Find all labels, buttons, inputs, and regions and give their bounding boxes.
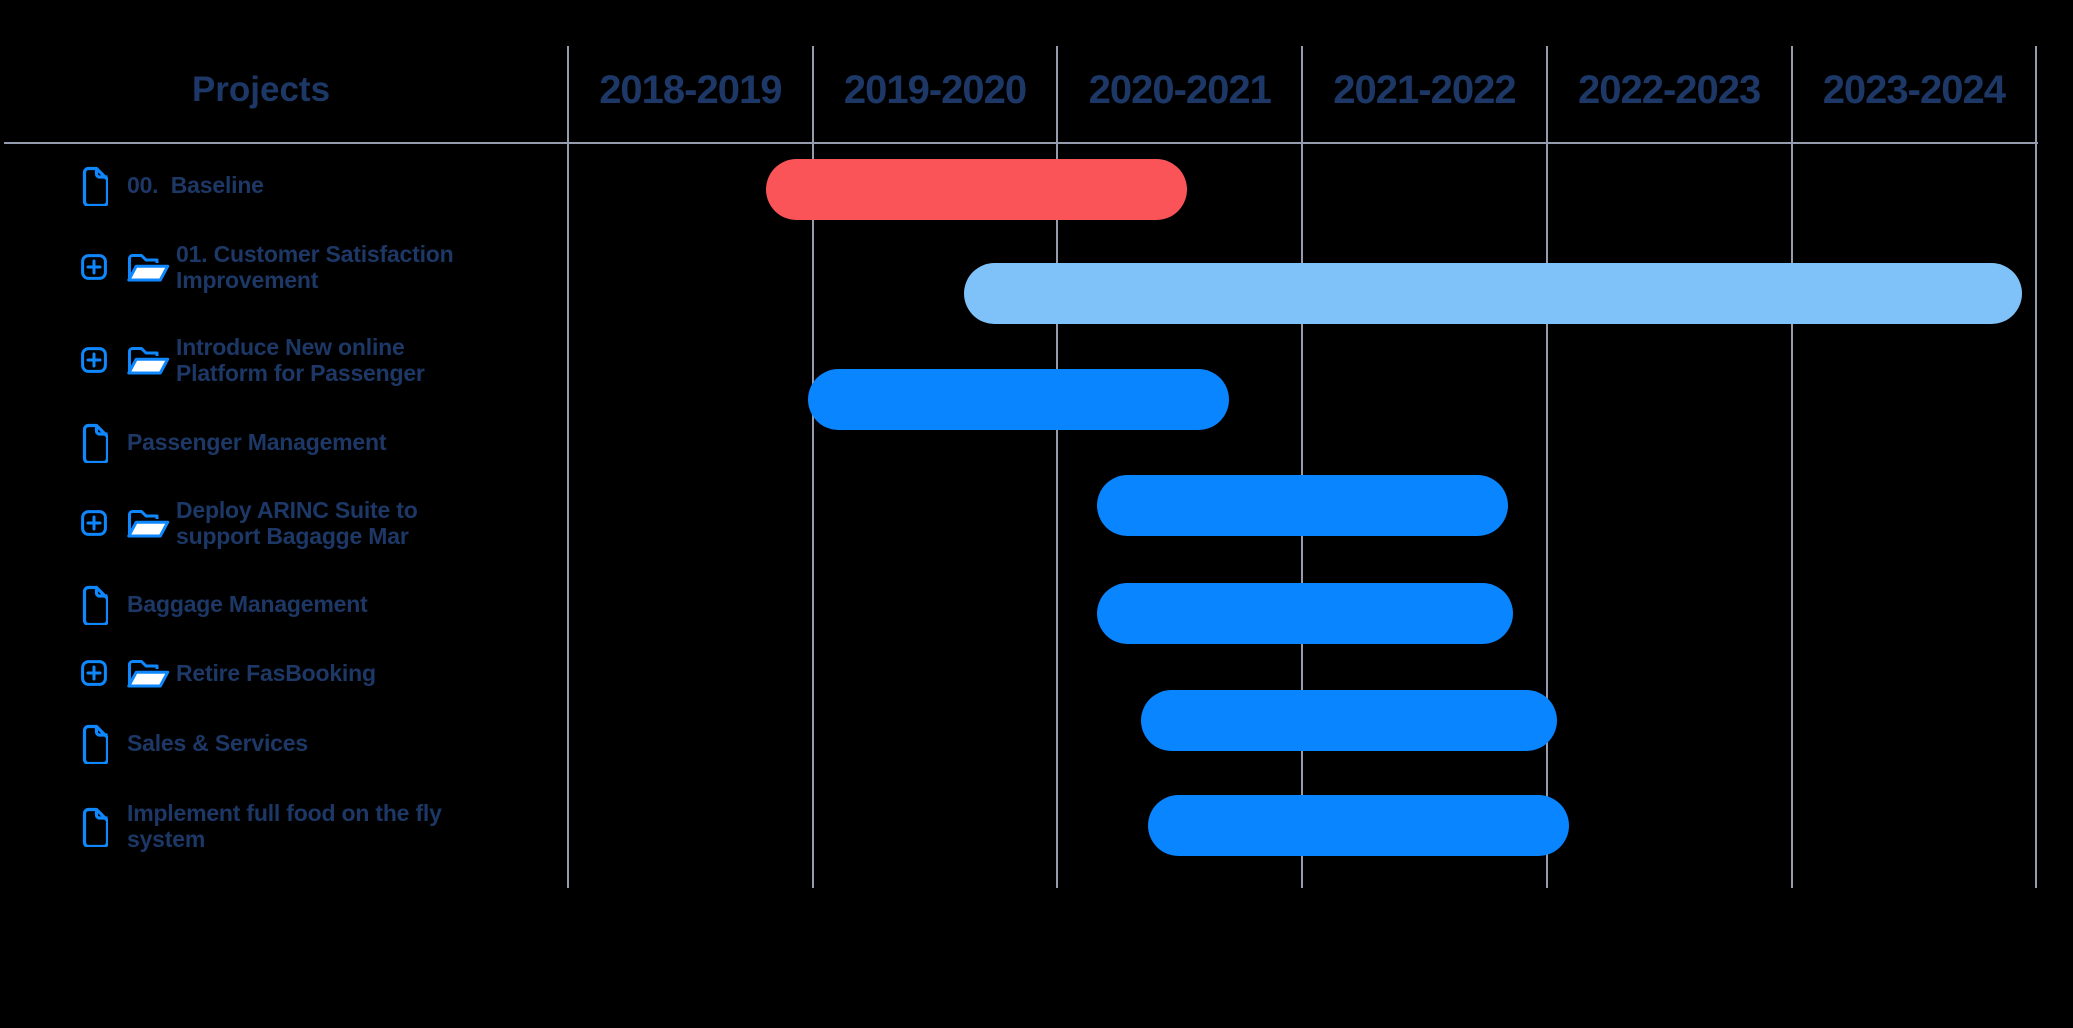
projects-column-title: Projects	[191, 70, 331, 109]
header-divider-line	[4, 142, 2038, 144]
gantt-bar-blue[interactable]	[807, 369, 1229, 430]
year-column-header: 2023-2024	[1822, 68, 2006, 112]
document-icon	[82, 724, 108, 764]
timeline-gridline	[1056, 46, 1059, 888]
open-folder-icon	[127, 509, 170, 537]
expand-plus-icon[interactable]	[81, 660, 107, 686]
task-label: Baggage Management	[127, 591, 368, 617]
expand-plus-icon[interactable]	[81, 510, 107, 536]
timeline-gridline	[811, 46, 814, 888]
open-folder-icon	[127, 346, 170, 374]
task-label: Retire FasBooking	[176, 660, 376, 686]
document-icon	[82, 423, 108, 463]
year-column-header: 2020-2021	[1088, 68, 1272, 112]
timeline-gridline	[1545, 46, 1548, 888]
document-icon	[82, 807, 108, 847]
expand-plus-icon[interactable]	[81, 254, 107, 280]
year-column-header: 2018-2019	[599, 68, 782, 112]
task-row[interactable]: Passenger Management	[81, 408, 387, 476]
year-column-header: 2022-2023	[1577, 68, 1761, 112]
task-row[interactable]: Retire FasBooking	[81, 639, 376, 707]
timeline-gridline	[567, 46, 569, 888]
task-row[interactable]: 00. Baseline	[81, 151, 264, 219]
task-row[interactable]: Sales & Services	[81, 709, 308, 777]
task-label: Passenger Management	[127, 429, 387, 455]
gantt-bar-blue[interactable]	[1147, 795, 1569, 856]
document-icon	[82, 166, 108, 206]
gantt-bar-blue[interactable]	[1140, 690, 1557, 751]
task-row[interactable]: Baggage Management	[81, 570, 368, 638]
timeline-gridline	[1301, 46, 1304, 888]
expand-plus-icon[interactable]	[81, 347, 107, 373]
document-icon	[82, 585, 108, 625]
task-label: 00. Baseline	[127, 172, 264, 198]
gantt-bar-blue[interactable]	[1096, 475, 1508, 536]
year-column-header: 2019-2020	[843, 68, 1027, 112]
timeline-gridline	[1790, 46, 1793, 888]
open-folder-icon	[127, 659, 170, 687]
gantt-bar-light_blue[interactable]	[964, 263, 2022, 324]
open-folder-icon	[127, 253, 170, 281]
timeline-gridline	[2035, 46, 2038, 888]
gantt-bar-red[interactable]	[766, 159, 1188, 220]
gantt-bar-blue[interactable]	[1096, 583, 1513, 644]
task-label: Sales & Services	[127, 730, 308, 756]
year-column-header: 2021-2022	[1333, 68, 1516, 112]
